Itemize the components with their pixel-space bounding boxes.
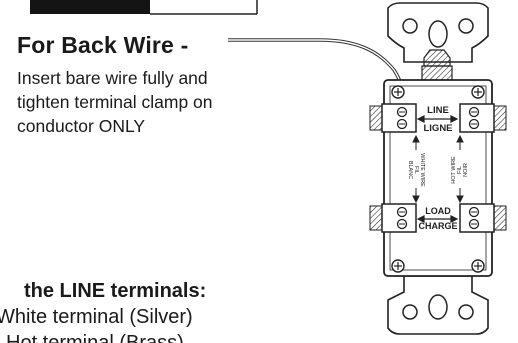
back-wire-instructions: Insert bare wire fully and tighten termi… — [17, 66, 267, 138]
svg-text:HOT WIRE: HOT WIRE — [451, 156, 457, 184]
svg-text:NOIR: NOIR — [463, 163, 469, 177]
svg-text:WHITE WIRE: WHITE WIRE — [419, 153, 425, 187]
line-terminals-title: the LINE terminals: — [24, 280, 207, 302]
line-terminals-note: the LINE terminals: White terminal (Silv… — [0, 278, 207, 343]
instruction-line: tighten terminal clamp on — [17, 92, 213, 112]
instruction-line: conductor ONLY — [17, 116, 146, 136]
top-black-box — [30, 0, 150, 14]
line-arrow — [416, 115, 459, 123]
instruction-line: Insert bare wire fully and — [17, 68, 208, 88]
svg-text:FIL: FIL — [413, 166, 419, 174]
line-label-fr: LIGNE — [423, 123, 452, 134]
terminal-top-left — [369, 103, 417, 133]
hot-wire-label: HOT WIRE FIL NOIR — [451, 156, 469, 184]
white-wire-label: WHITE WIRE FIL BLANC — [407, 153, 425, 187]
white-terminal-item: White terminal (Silver) — [0, 306, 193, 328]
svg-text:FIL: FIL — [457, 166, 463, 174]
terminal-top-right — [459, 103, 507, 133]
terminal-bottom-left — [369, 203, 417, 233]
svg-text:BLANC: BLANC — [407, 161, 413, 179]
load-arrow — [416, 215, 459, 223]
back-wire-heading: For Back Wire - — [17, 32, 189, 58]
terminal-bottom-right — [459, 203, 507, 233]
line-label: LINE — [427, 105, 449, 116]
ground-screw — [423, 49, 451, 67]
load-label-fr: CHARGE — [418, 221, 457, 231]
load-label: LOAD — [425, 206, 451, 216]
